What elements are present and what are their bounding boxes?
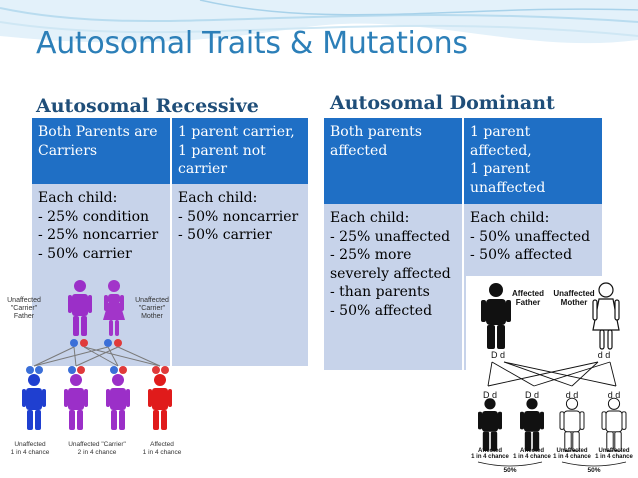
child-genotype-2: D d [525,390,539,400]
child-allele-circles [26,366,169,374]
header-swoosh [0,0,638,44]
recessive-mother-label: Unaffected"Carrier"Mother [135,297,169,320]
carrier-father-figure [68,280,92,336]
left-brace [477,461,543,467]
recessive-table: Both Parents are Carriers 1 parent carri… [32,118,308,366]
child-genotype-4: d d [608,390,621,400]
dominant-header-one-affected: 1 parent affected, 1 parent unaffected [463,118,602,204]
affected-child-figure [148,374,172,430]
recessive-header-both-carriers: Both Parents are Carriers [32,118,172,184]
dominant-heading: Autosomal Dominant [330,92,555,114]
recessive-father-label: Unaffected"Carrier"Father [7,297,41,320]
dominant-header-both-affected: Both parents affected [324,118,464,204]
carrier-mother-figure [103,280,125,336]
dominant-percent-right: 50% [587,467,600,474]
dominant-percent-left: 50% [503,467,516,474]
child-genotype-1: D d [483,390,497,400]
father-genotype: D d [491,350,505,360]
recessive-header-row: Both Parents are Carriers 1 parent carri… [32,118,308,184]
recessive-body-row: Each child: - 25% condition - 25% noncar… [32,184,308,366]
recessive-body-one-carrier: Each child: - 50% noncarrier - 50% carri… [171,184,308,366]
recessive-header-one-carrier: 1 parent carrier, 1 parent not carrier [171,118,308,184]
parent-allele-circles [70,339,122,347]
mother-genotype: d d [598,350,611,360]
dominant-table: Both parents affected 1 parent affected,… [324,118,602,370]
carrier-child-figure-1 [64,374,88,430]
right-brace [561,461,627,467]
dominant-header-row: Both parents affected 1 parent affected,… [324,118,602,204]
carrier-child-figure-2 [106,374,130,430]
slide-title: Autosomal Traits & Mutations [36,26,468,61]
dominant-cross-lines [487,361,617,387]
recessive-body-both-carriers: Each child: - 25% condition - 25% noncar… [32,184,172,366]
child-genotype-3: d d [566,390,579,400]
recessive-heading: Autosomal Recessive [36,95,259,117]
recessive-inheritance-diagram: Unaffected"Carrier"Father Unaffected"Car… [7,280,182,456]
dominant-body-both-affected: Each child: - 25% unaffected - 25% more … [324,204,464,370]
recessive-cross-lines [33,346,161,367]
unaffected-child-figure [22,374,46,430]
recessive-child-label-carrier: Unaffected "Carrier"2 in 4 chance [68,441,126,456]
